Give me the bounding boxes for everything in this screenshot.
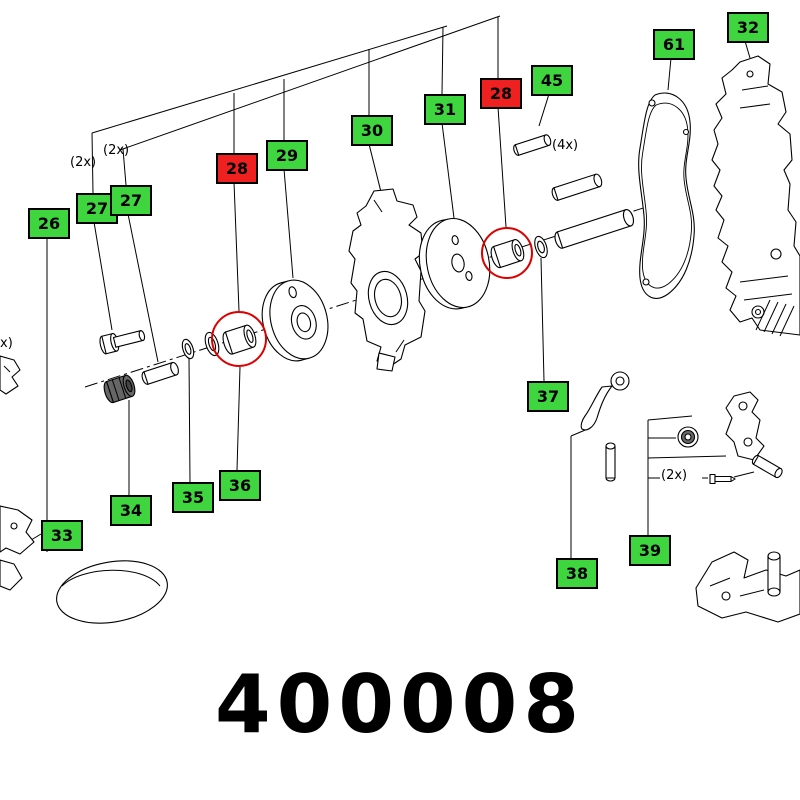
part-pin-27 — [141, 361, 179, 385]
part-clip-left-edge — [0, 355, 21, 395]
part-housing-30 — [348, 188, 426, 372]
part-label-28-left[interactable]: 28 — [216, 153, 258, 184]
quantity-note-39: (2x) — [661, 468, 688, 483]
part-washer-37 — [534, 235, 548, 259]
part-label-26[interactable]: 26 — [28, 208, 70, 239]
part-label-27-b[interactable]: 27 — [110, 185, 152, 216]
part-base-bracket — [695, 551, 800, 623]
highlight-circle-28-right — [481, 227, 533, 279]
part-group-39 — [677, 391, 783, 485]
part-pin-4x — [551, 173, 603, 201]
highlight-circle-28-left — [211, 311, 267, 367]
part-bushing-28-left — [222, 324, 257, 355]
part-label-35[interactable]: 35 — [172, 482, 214, 513]
part-label-32[interactable]: 32 — [727, 12, 769, 43]
part-pin-39 — [751, 454, 783, 479]
part-bushing-28-right — [490, 239, 525, 269]
part-label-61[interactable]: 61 — [653, 29, 695, 60]
part-screw-27 — [99, 330, 146, 355]
quantity-note-27-a: (2x) — [70, 155, 97, 170]
part-label-28-right[interactable]: 28 — [480, 78, 522, 109]
part-label-34[interactable]: 34 — [110, 495, 152, 526]
part-pin-large — [554, 208, 635, 249]
part-label-36[interactable]: 36 — [219, 470, 261, 501]
part-pin-45 — [513, 134, 552, 156]
part-angle-stop-33 — [0, 505, 168, 624]
quantity-note-27-b: (2x) — [103, 143, 130, 158]
part-disc-31 — [418, 217, 491, 310]
part-label-37[interactable]: 37 — [527, 381, 569, 412]
quantity-note-left-edge: x) — [0, 336, 13, 351]
part-label-38[interactable]: 38 — [556, 558, 598, 589]
part-label-39[interactable]: 39 — [629, 535, 671, 566]
main-part-number: 400008 — [215, 658, 585, 751]
part-pin-vertical-38 — [605, 442, 616, 482]
part-gasket-61 — [638, 92, 695, 299]
part-label-29[interactable]: 29 — [266, 140, 308, 171]
part-label-33[interactable]: 33 — [41, 520, 83, 551]
part-label-31[interactable]: 31 — [424, 94, 466, 125]
leader-lines — [17, 40, 755, 558]
part-flange-29 — [261, 279, 329, 362]
part-screw-2x — [709, 473, 736, 485]
top-leader-lines — [91, 15, 501, 194]
part-label-30[interactable]: 30 — [351, 115, 393, 146]
part-washer-35 — [181, 338, 195, 360]
quantity-note-4x: (4x) — [552, 138, 579, 153]
part-housing-32 — [711, 55, 800, 337]
part-label-45[interactable]: 45 — [531, 65, 573, 96]
part-lever-38 — [580, 371, 630, 431]
part-bushing-34 — [103, 374, 136, 404]
